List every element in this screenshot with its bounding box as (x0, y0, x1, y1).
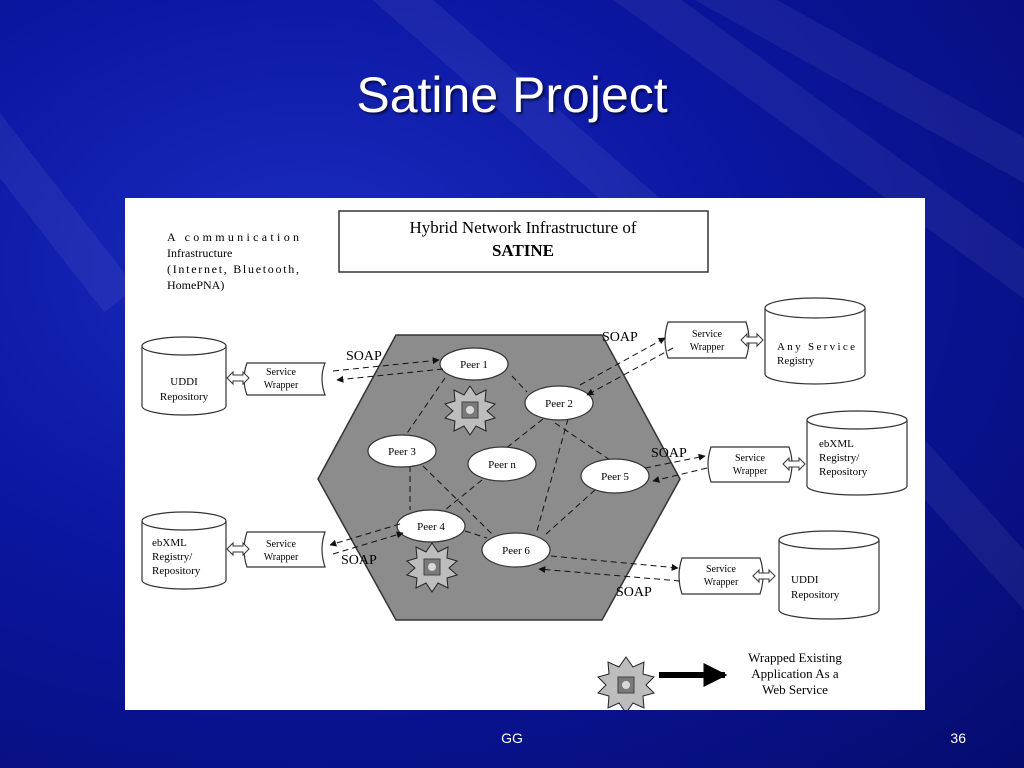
peer-3[interactable]: Peer 3 (367, 434, 437, 468)
network-diagram: Hybrid Network Infrastructure of SATINE … (141, 210, 908, 714)
soap-label: SOAP (602, 330, 638, 345)
diagram-title-line1: Hybrid Network Infrastructure of (409, 218, 636, 237)
svg-text:HomePNA): HomePNA) (167, 278, 224, 292)
diagram-panel: Hybrid Network Infrastructure of SATINE … (125, 198, 925, 714)
soap-label: SOAP (341, 553, 377, 568)
any-service-registry: Any Service Registry (764, 297, 866, 385)
svg-text:Web Service: Web Service (762, 682, 828, 697)
svg-text:Wrapper: Wrapper (264, 552, 299, 563)
svg-text:Service: Service (266, 539, 297, 550)
footer-text: GG (501, 730, 523, 746)
svg-text:Registry: Registry (777, 355, 815, 367)
svg-text:(Internet, Bluetooth,: (Internet, Bluetooth, (167, 262, 299, 276)
svg-text:Repository: Repository (152, 565, 201, 577)
svg-text:Peer n: Peer n (488, 459, 516, 471)
peer-2[interactable]: Peer 2 (524, 385, 594, 421)
svg-text:Peer 2: Peer 2 (545, 398, 573, 410)
ebxml-repository-right: ebXML Registry/ Repository (806, 410, 908, 496)
service-wrapper-right-top: Service Wrapper (664, 321, 750, 359)
soap-arrows (329, 337, 708, 582)
svg-text:Wrapped Existing: Wrapped Existing (748, 650, 842, 665)
service-wrapper-left-top: Service Wrapper (243, 362, 326, 396)
service-wrapper-left-bottom: Service Wrapper (243, 531, 326, 568)
slide-number: 36 (950, 730, 966, 746)
repo-wrapper-connectors (226, 332, 806, 584)
svg-text:Any Service: Any Service (777, 341, 855, 353)
service-wrapper-right-bottom: Service Wrapper (678, 557, 764, 595)
svg-text:Wrapper: Wrapper (264, 380, 299, 391)
svg-text:UDDI: UDDI (170, 376, 198, 388)
svg-text:Peer 5: Peer 5 (601, 471, 629, 483)
svg-text:Wrapper: Wrapper (690, 342, 725, 353)
soap-label: SOAP (346, 349, 382, 364)
peer-n[interactable]: Peer n (467, 446, 537, 482)
infrastructure-note: A communication Infrastructure (Internet… (167, 230, 299, 292)
svg-text:Repository: Repository (160, 391, 209, 403)
ebxml-repository-left: ebXML Registry/ Repository (141, 511, 227, 590)
svg-text:Infrastructure: Infrastructure (167, 246, 232, 260)
svg-text:Wrapper: Wrapper (704, 577, 739, 588)
service-wrapper-right-middle: Service Wrapper (707, 446, 793, 483)
soap-label: SOAP (616, 585, 652, 600)
soap-labels: SOAP SOAP SOAP SOAP SOAP (341, 330, 687, 600)
svg-text:Registry/: Registry/ (152, 551, 193, 563)
svg-text:Application As a: Application As a (751, 666, 839, 681)
peer-4[interactable]: Peer 4 (396, 509, 466, 543)
peer-1[interactable]: Peer 1 (439, 347, 509, 381)
svg-text:A communication: A communication (167, 230, 299, 244)
svg-text:Wrapper: Wrapper (733, 466, 768, 477)
svg-text:Peer 4: Peer 4 (417, 521, 445, 533)
svg-text:Service: Service (692, 329, 723, 340)
slide-title: Satine Project (356, 67, 668, 123)
peer-6[interactable]: Peer 6 (481, 532, 551, 568)
svg-text:Registry/: Registry/ (819, 452, 860, 464)
svg-text:Service: Service (735, 453, 766, 464)
peer-5[interactable]: Peer 5 (580, 458, 650, 494)
uddi-repository-left: UDDI Repository (141, 336, 227, 416)
svg-text:Repository: Repository (819, 466, 868, 478)
svg-text:ebXML: ebXML (819, 438, 854, 450)
svg-text:ebXML: ebXML (152, 537, 187, 549)
svg-text:Repository: Repository (791, 589, 840, 601)
legend-star-icon (597, 656, 655, 714)
svg-text:Service: Service (266, 367, 297, 378)
svg-text:Service: Service (706, 564, 737, 575)
wrapped-app-star-icon (443, 385, 497, 436)
svg-text:UDDI: UDDI (791, 574, 819, 586)
svg-text:Peer 3: Peer 3 (388, 446, 416, 458)
diagram-title-box (338, 210, 709, 273)
wrapped-app-star-icon (405, 542, 459, 593)
uddi-repository-right: UDDI Repository (778, 530, 880, 620)
soap-label: SOAP (651, 446, 687, 461)
diagram-title-line2: SATINE (492, 241, 554, 260)
legend: Wrapped Existing Application As a Web Se… (597, 650, 842, 714)
svg-text:Peer 6: Peer 6 (502, 545, 530, 557)
svg-text:Peer 1: Peer 1 (460, 359, 488, 371)
